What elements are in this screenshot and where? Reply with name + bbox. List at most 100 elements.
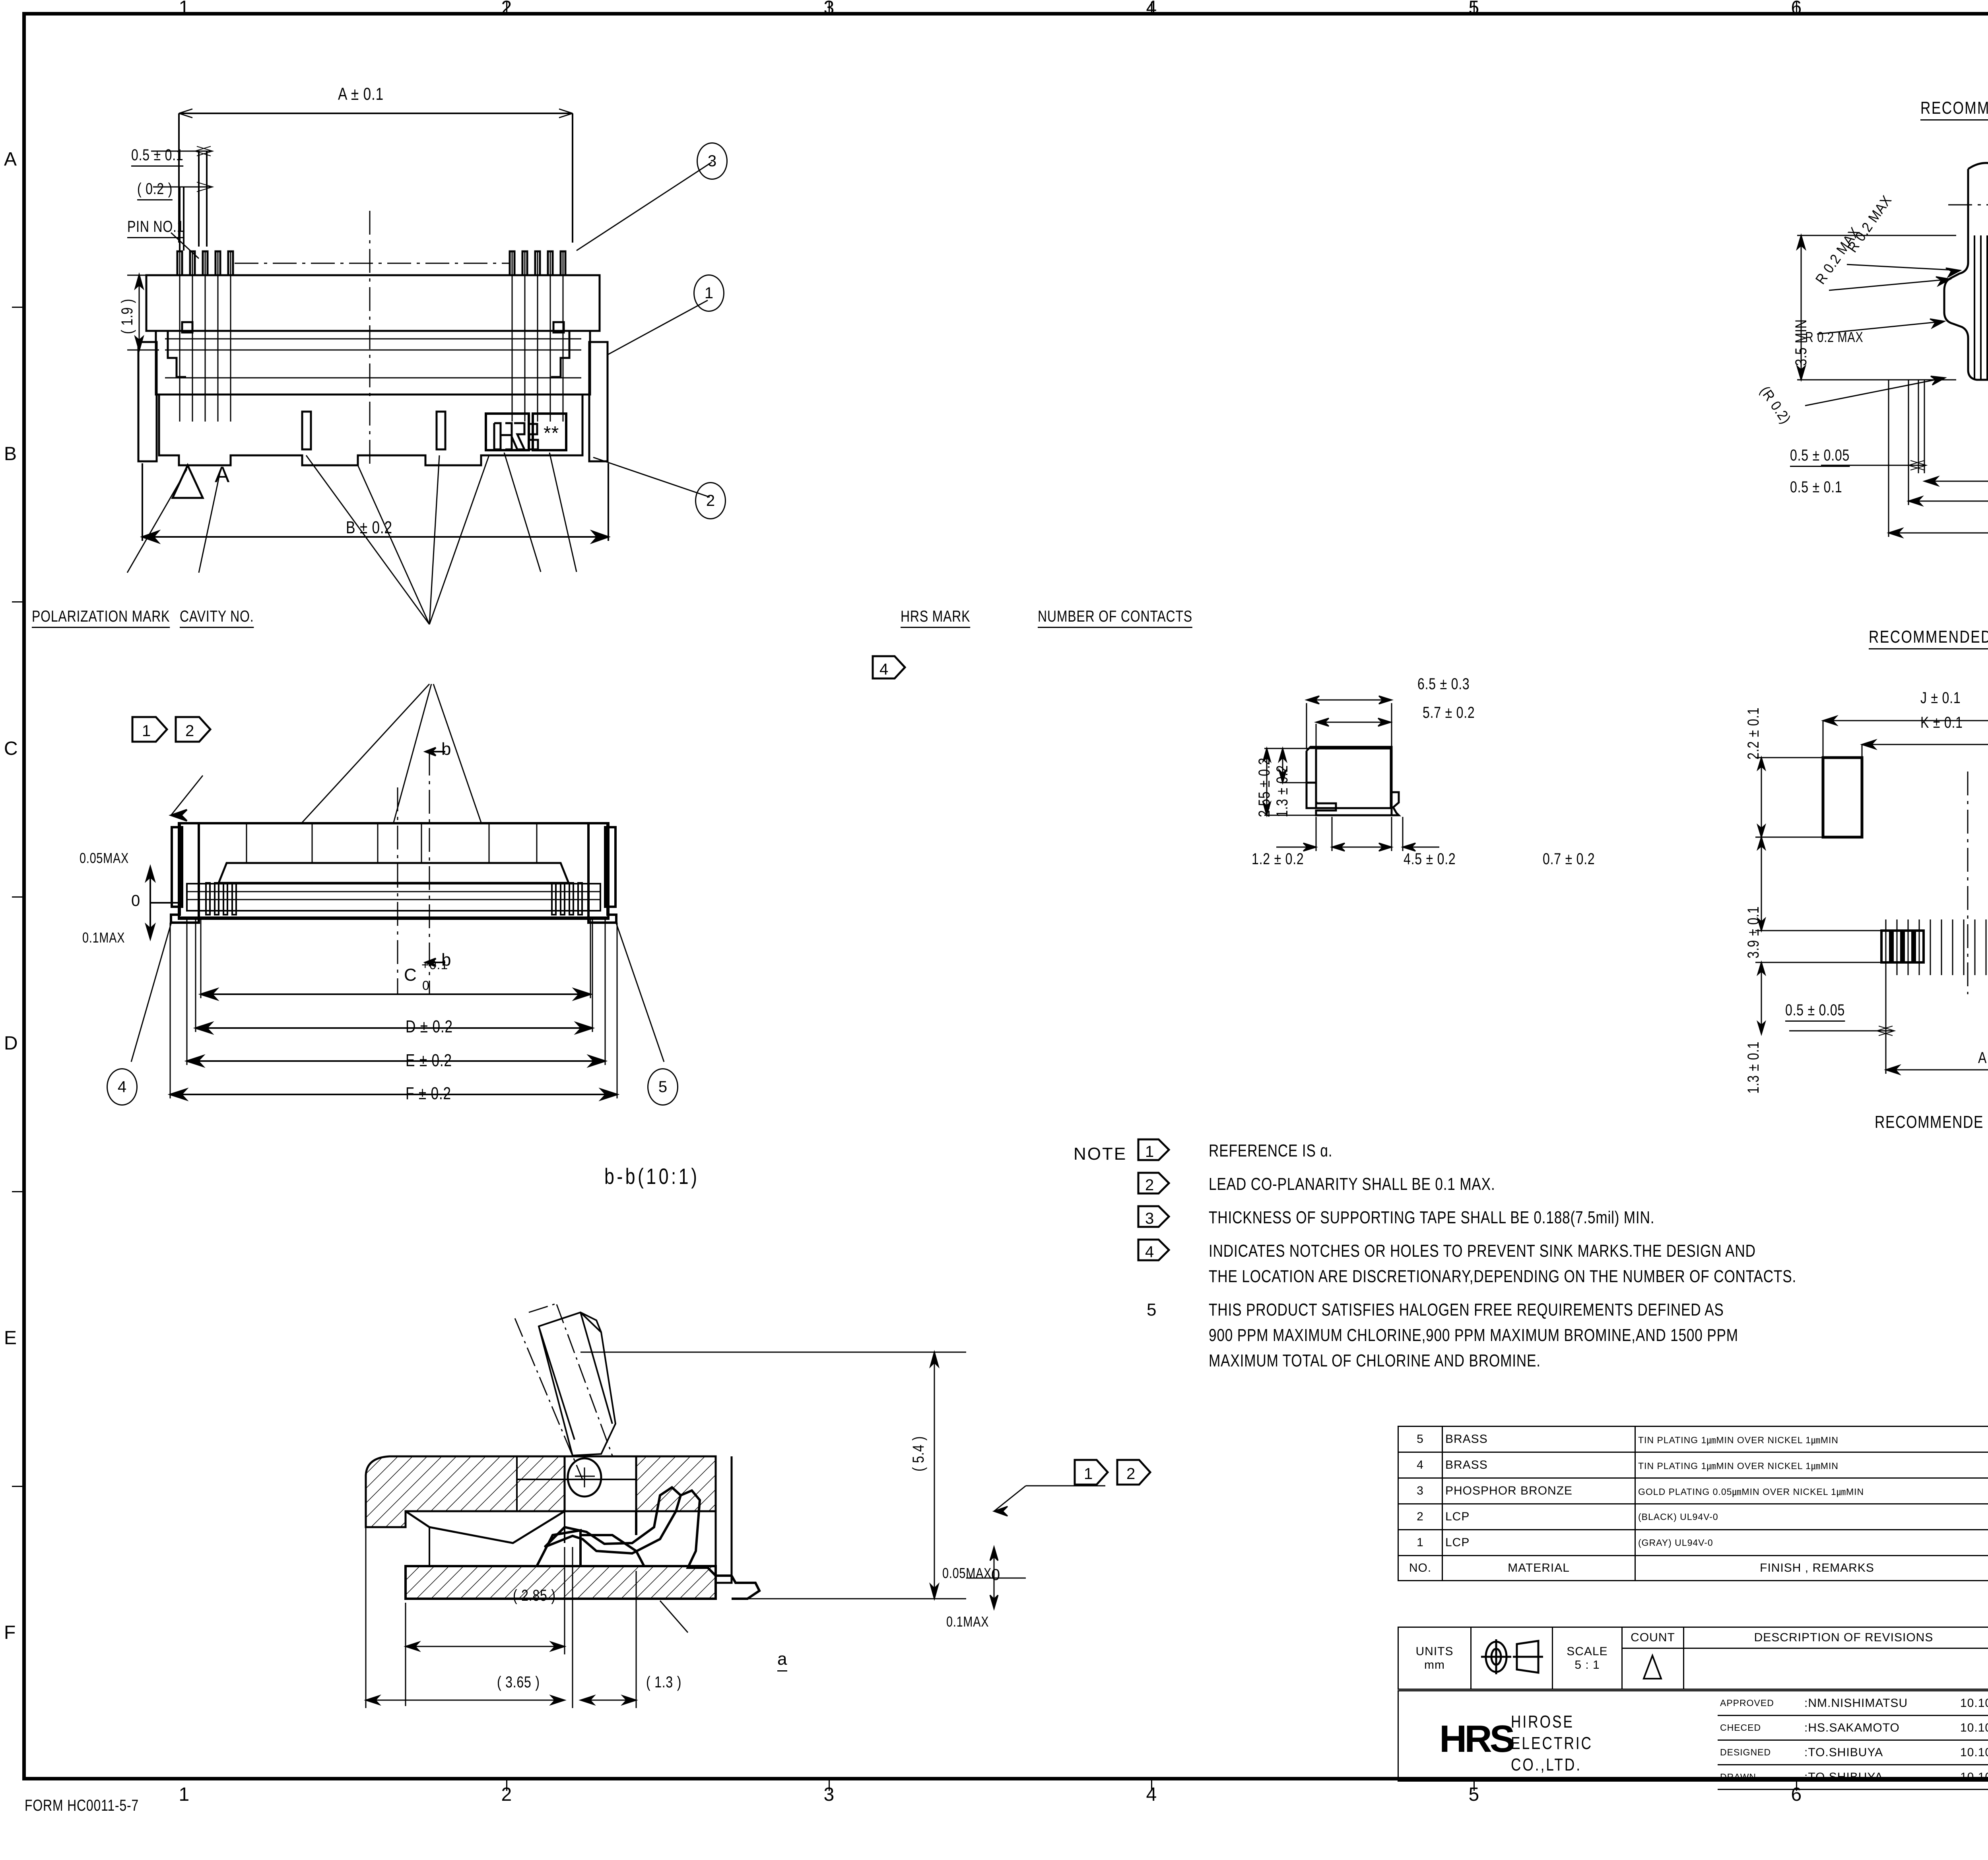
dim-land-h13: 1.3 ± 0.1: [1745, 1041, 1762, 1094]
material-finish-left: TIN PLATING 1㎛MIN OVER NICKEL 1㎛MIN: [1635, 1452, 1988, 1479]
balloon-2: 2: [695, 482, 726, 519]
note-1-line-1: REFERENCE IS ɑ.: [1209, 1141, 1333, 1160]
signoff-name: :NM.NISHIMATSU: [1802, 1690, 1958, 1716]
revision-count: [1621, 1648, 1684, 1690]
hrs-mark-icon: [493, 422, 539, 451]
signoff-name: :HS.SAKAMOTO: [1802, 1715, 1958, 1741]
balloon-1-text: 1: [704, 284, 714, 302]
company-line1: HIROSE: [1511, 1712, 1574, 1732]
dim-coplan-bot-front: 0.1MAX: [82, 929, 125, 946]
projection-symbol-cell: [1470, 1627, 1553, 1690]
revision-description: [1683, 1648, 1988, 1690]
material-finish-left: TIN PLATING 1㎛MIN OVER NICKEL 1㎛MIN: [1635, 1426, 1988, 1453]
zone-row-D: D: [4, 1033, 18, 1054]
material-finish-left: (GRAY) UL94V-0: [1635, 1529, 1988, 1556]
zone-row-C: C: [4, 738, 18, 759]
dim-w12: 1.2 ± 0.2: [1252, 850, 1304, 868]
note-2-line-1: LEAD CO-PLANARITY SHALL BE 0.1 MAX.: [1209, 1174, 1495, 1194]
dim-r02max-c: R 0.2 MAX: [1805, 329, 1864, 345]
section-bb-flag-2: 2: [1126, 1465, 1136, 1483]
section-bb-dimension-lines: [364, 1350, 1105, 1708]
signoff-date: 10.10.20: [1958, 1739, 1988, 1765]
dim-e: E ± 0.2: [406, 1051, 452, 1070]
header-material-left: MATERIAL: [1442, 1555, 1636, 1581]
material-no-left: 5: [1398, 1426, 1443, 1453]
note-flag-1-shape: [1137, 1138, 1171, 1161]
zone-tick: [1796, 2, 1797, 12]
front-view-flag-1: 1: [142, 722, 151, 740]
note-5-line-3: MAXIMUM TOTAL OF CHLORINE AND BROMINE.: [1209, 1351, 1541, 1370]
main-top-view-geometry: [126, 108, 712, 625]
pin-no-1-label: PIN NO.1: [127, 219, 184, 238]
dim-w285: ( 2.85 ): [513, 1587, 556, 1604]
zone-tick: [1473, 1780, 1475, 1791]
signoff-name: :TO.SHIBUYA: [1802, 1739, 1958, 1765]
section-mark-b-bottom: b: [441, 950, 452, 970]
fpc-geometry: [1796, 162, 1988, 539]
hrs-logo: HRS: [1439, 1718, 1515, 1760]
note-3-line-1: THICKNESS OF SUPPORTING TAPE SHALL BE 0.…: [1209, 1208, 1655, 1227]
fpc-title: RECOMMENDED FPC/FFC (FREE): [1920, 99, 1988, 121]
units-value: mm: [1424, 1658, 1445, 1671]
side-profile-dimension-lines: [1262, 695, 1439, 852]
dim-c-minus: 0: [422, 978, 430, 993]
material-finish-left: (BLACK) UL94V-0: [1635, 1503, 1988, 1530]
first-angle-projection-icon: [1481, 1639, 1543, 1674]
dim-land-h22: 2.2 ± 0.1: [1745, 707, 1762, 760]
dim-contact-width: ( 0.2 ): [137, 181, 173, 200]
material-name-left: PHOSPHOR BRONZE: [1442, 1477, 1636, 1504]
section-bb-flag-1: 1: [1084, 1465, 1093, 1483]
header-no-left: NO.: [1398, 1555, 1443, 1581]
material-no-left: 4: [1398, 1452, 1443, 1479]
marker-a-label: a: [777, 1650, 788, 1671]
zone-row-E: E: [4, 1327, 17, 1349]
dim-coplan-top-front: 0.05MAX: [80, 850, 129, 866]
balloon-2-text: 2: [706, 492, 715, 509]
dim-land-h39: 3.9 ± 0.1: [1745, 906, 1762, 958]
dim-w57: 5.7 ± 0.2: [1423, 704, 1475, 721]
polarization-mark-icon: [171, 463, 204, 499]
dim-w45: 4.5 ± 0.2: [1404, 850, 1456, 868]
dim-d: D ± 0.2: [406, 1017, 453, 1036]
balloon-4-text: 4: [117, 1078, 127, 1096]
signoff-role: DRAWN: [1718, 1764, 1802, 1790]
scale-value: 5 : 1: [1574, 1658, 1600, 1671]
zone-tick: [506, 2, 507, 12]
dim-c-letter: C: [404, 965, 417, 985]
label-cavity-no: CAVITY NO.: [180, 608, 254, 628]
note-flag-4-text: 4: [879, 661, 889, 678]
zone-tick: [828, 2, 830, 12]
header-count: COUNT: [1621, 1627, 1684, 1649]
label-polarization-mark: POLARIZATION MARK: [32, 608, 170, 628]
material-name-left: BRASS: [1442, 1426, 1636, 1453]
dim-land-j: J ± 0.1: [1920, 689, 1961, 707]
dim-coplan-bot-bb: 0.1MAX: [946, 1613, 989, 1630]
zone-tick: [12, 1485, 22, 1487]
material-name-left: LCP: [1442, 1529, 1636, 1556]
signoff-date: 10.10.22: [1958, 1690, 1988, 1716]
land-footer: RECOMMENDE METAL MASK THICKNESS : t=0.15: [1875, 1112, 1984, 1132]
note-4-line-2: THE LOCATION ARE DISCRETIONARY,DEPENDING…: [1209, 1267, 1797, 1286]
note-5-line-2: 900 PPM MAXIMUM CHLORINE,900 PPM MAXIMUM…: [1209, 1326, 1738, 1345]
section-bb-geometry: [365, 1302, 761, 1633]
dim-w65: 6.5 ± 0.3: [1417, 675, 1470, 693]
dim-land-k: K ± 0.1: [1920, 714, 1963, 731]
note-flag-3-shape: [1137, 1205, 1171, 1228]
dim-land-w05: 0.5 ± 0.05: [1785, 1002, 1845, 1022]
cavity-letter: A: [215, 462, 230, 487]
balloon-3: 3: [697, 142, 728, 180]
dim-f: F ± 0.2: [406, 1084, 451, 1103]
label-number-of-contacts: NUMBER OF CONTACTS: [1038, 608, 1192, 628]
zone-row-B: B: [4, 443, 17, 465]
zone-col-1: 1: [179, 0, 190, 18]
contacts-count-mark: **: [544, 423, 559, 444]
dim-coplan-zero-bb: 0: [991, 1566, 1001, 1584]
zone-tick: [506, 1780, 507, 1791]
